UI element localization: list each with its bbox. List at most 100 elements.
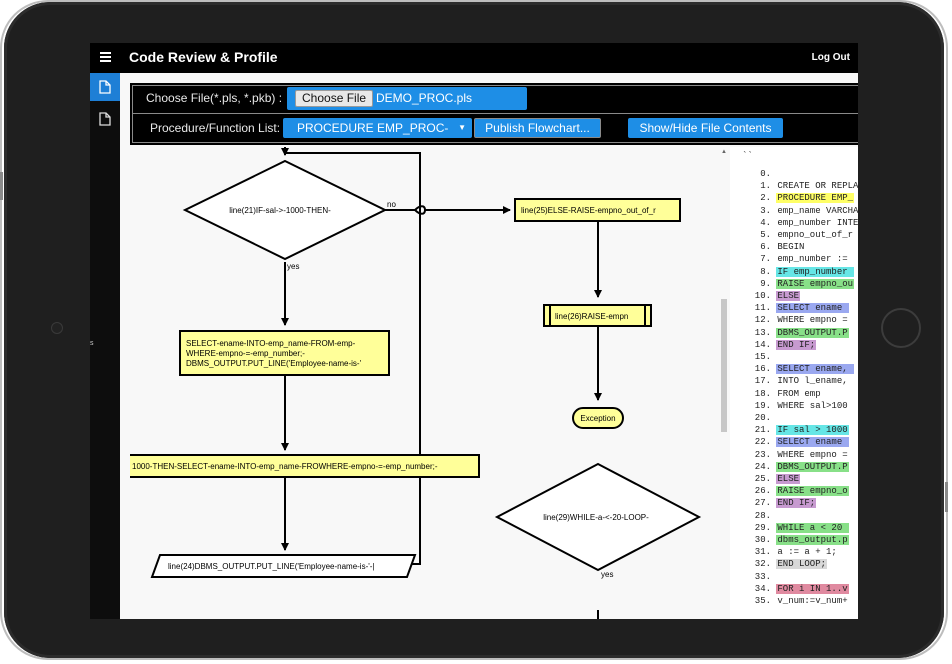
code-line-text: WHERE empno =: [777, 449, 848, 460]
hamburger-menu-icon[interactable]: [100, 52, 111, 62]
code-line-number: 18.: [754, 388, 771, 399]
flowchart-scrollbar[interactable]: ▲: [719, 147, 729, 619]
sidebar-item-review[interactable]: [90, 73, 120, 101]
code-line-number: 3.: [760, 205, 771, 216]
flowchart-svg: line(21)IF-sal->-1000-THEN- no yes line(…: [130, 147, 702, 619]
code-line-number: 26.: [754, 486, 771, 497]
choose-file-button[interactable]: Choose File: [295, 90, 374, 107]
code-line-number: 13.: [754, 327, 771, 338]
code-line: 13. DBMS_OUTPUT.P: [736, 327, 849, 338]
code-line-text: [776, 413, 778, 423]
code-line-number: 20.: [754, 413, 771, 423]
code-line: 14. END IF;: [736, 339, 817, 350]
code-line-number: 0.: [760, 169, 771, 179]
home-button[interactable]: [881, 308, 921, 348]
code-line-text: [776, 572, 778, 582]
process-long-select[interactable]: 1000-THEN-SELECT-ename-INTO-emp_name-FRO…: [130, 454, 480, 478]
document-icon: [99, 112, 111, 126]
code-line-number: 33.: [754, 571, 771, 582]
code-line-number: 7.: [760, 254, 771, 265]
app-bar: Code Review & Profile Log Out: [90, 43, 858, 73]
tablet-side-button: [945, 482, 948, 512]
decision-while[interactable]: line(29)WHILE-a-<-20-LOOP-: [494, 462, 702, 572]
code-line-number: 17.: [754, 376, 771, 387]
code-line-number: 15.: [754, 352, 771, 362]
code-line: 30. dbms_output.p: [736, 535, 849, 545]
code-line-number: 21.: [754, 425, 771, 436]
code-line-number: 9.: [760, 278, 771, 289]
decision-if-sal-label: line(21)IF-sal->-1000-THEN-: [229, 206, 331, 215]
proc-label: Procedure/Function List:: [150, 121, 281, 135]
code-line: 17. INTO l_ename,: [736, 376, 849, 386]
selected-file-name: DEMO_PROC.pls: [376, 91, 473, 105]
sidebar-cut-text: s: [90, 340, 94, 347]
flowchart-canvas[interactable]: line(21)IF-sal->-1000-THEN- no yes line(…: [130, 147, 717, 619]
code-line-number: 24.: [754, 461, 771, 472]
dropdown-arrow-icon: ▼: [458, 123, 466, 132]
subprocess-raise[interactable]: line(26)RAISE-empn: [543, 304, 652, 327]
logout-link[interactable]: Log Out: [811, 52, 850, 63]
code-line: 31. a := a + 1;: [736, 547, 838, 557]
code-line-text: RAISE empno_ou: [776, 278, 855, 289]
procedure-select-value: PROCEDURE EMP_PROC-: [297, 121, 449, 135]
decision-while-label: line(29)WHILE-a-<-20-LOOP-: [543, 513, 649, 522]
scrollbar-thumb[interactable]: [721, 299, 727, 432]
code-header: ``: [742, 151, 753, 161]
code-line-text: emp_number INTE: [777, 217, 858, 228]
code-line: 26. RAISE empno_o: [736, 486, 849, 497]
code-line: 21. IF sal > 1000: [736, 425, 849, 436]
code-line-number: 35.: [754, 596, 771, 606]
code-line: 34. FOR i IN 1..v: [736, 583, 849, 594]
sidebar-item-profile[interactable]: [90, 105, 120, 133]
code-line-text: dbms_output.p: [776, 535, 849, 545]
code-line-number: 30.: [754, 535, 771, 545]
code-line: 22. SELECT ename: [736, 437, 849, 448]
code-line: 10. ELSE: [736, 291, 801, 301]
toolbar: Choose File(*.pls, *.pkb) : Choose File …: [130, 83, 858, 145]
code-line-text: DBMS_OUTPUT.P: [776, 461, 849, 472]
scroll-up-icon[interactable]: ▲: [721, 149, 727, 155]
process-select-line1: SELECT-ename-INTO-emp_name-FROM-emp-: [186, 339, 356, 348]
code-line-number: 29.: [754, 522, 771, 533]
code-line: 1. CREATE OR REPLA: [736, 181, 858, 191]
code-line-text: SELECT ename: [776, 303, 849, 314]
decision-if-sal[interactable]: line(21)IF-sal->-1000-THEN-: [182, 159, 388, 261]
toolbar-divider: [132, 113, 858, 114]
code-line: 35. v_num:=v_num+: [736, 596, 849, 606]
toggle-file-contents-button[interactable]: Show/Hide File Contents: [628, 118, 783, 138]
code-line-number: 23.: [754, 449, 771, 460]
code-line-text: CREATE OR REPLA: [777, 181, 858, 192]
code-line: 16. SELECT ename,: [736, 364, 855, 375]
code-line: 24. DBMS_OUTPUT.P: [736, 461, 849, 472]
io-dbms-output[interactable]: line(24)DBMS_OUTPUT.PUT_LINE('Employee-n…: [150, 554, 417, 578]
code-line-text: a := a + 1;: [777, 547, 837, 558]
code-line-number: 8.: [760, 266, 771, 277]
code-line: 32. END LOOP;: [736, 559, 828, 570]
code-line-text: IF sal > 1000: [776, 425, 849, 436]
app-title: Code Review & Profile: [129, 49, 278, 65]
code-line-number: 16.: [754, 364, 771, 375]
code-line: 29. WHILE a < 20: [736, 522, 849, 533]
code-line-number: 19.: [754, 400, 771, 411]
code-line-text: FOR i IN 1..v: [776, 583, 849, 594]
file-picker[interactable]: Choose File DEMO_PROC.pls: [287, 87, 527, 110]
terminal-exception[interactable]: Exception: [572, 407, 624, 429]
code-line: 19. WHERE sal>100: [736, 401, 849, 411]
process-else-raise[interactable]: line(25)ELSE-RAISE-empno_out_of_r: [514, 198, 681, 222]
code-line-number: 6.: [760, 242, 771, 253]
code-line: 9. RAISE empno_ou: [736, 278, 855, 289]
code-line: 27. END IF;: [736, 498, 817, 509]
process-select-ename[interactable]: SELECT-ename-INTO-emp_name-FROM-emp- WHE…: [179, 330, 390, 376]
code-line: 25. ELSE: [736, 474, 801, 484]
code-line-number: 10.: [754, 291, 771, 301]
code-line-text: ELSE: [776, 474, 801, 484]
process-select-line3: DBMS_OUTPUT.PUT_LINE('Employee-name-is-': [186, 359, 362, 368]
code-line-text: ELSE: [776, 291, 801, 301]
camera-icon: [51, 322, 63, 334]
procedure-select[interactable]: PROCEDURE EMP_PROC- ▼: [283, 118, 472, 138]
code-line-text: PROCEDURE EMP_: [776, 193, 855, 204]
code-line-text: IF emp_number: [776, 266, 855, 277]
code-line-text: END IF;: [776, 339, 817, 350]
publish-flowchart-button[interactable]: Publish Flowchart...: [474, 118, 601, 138]
